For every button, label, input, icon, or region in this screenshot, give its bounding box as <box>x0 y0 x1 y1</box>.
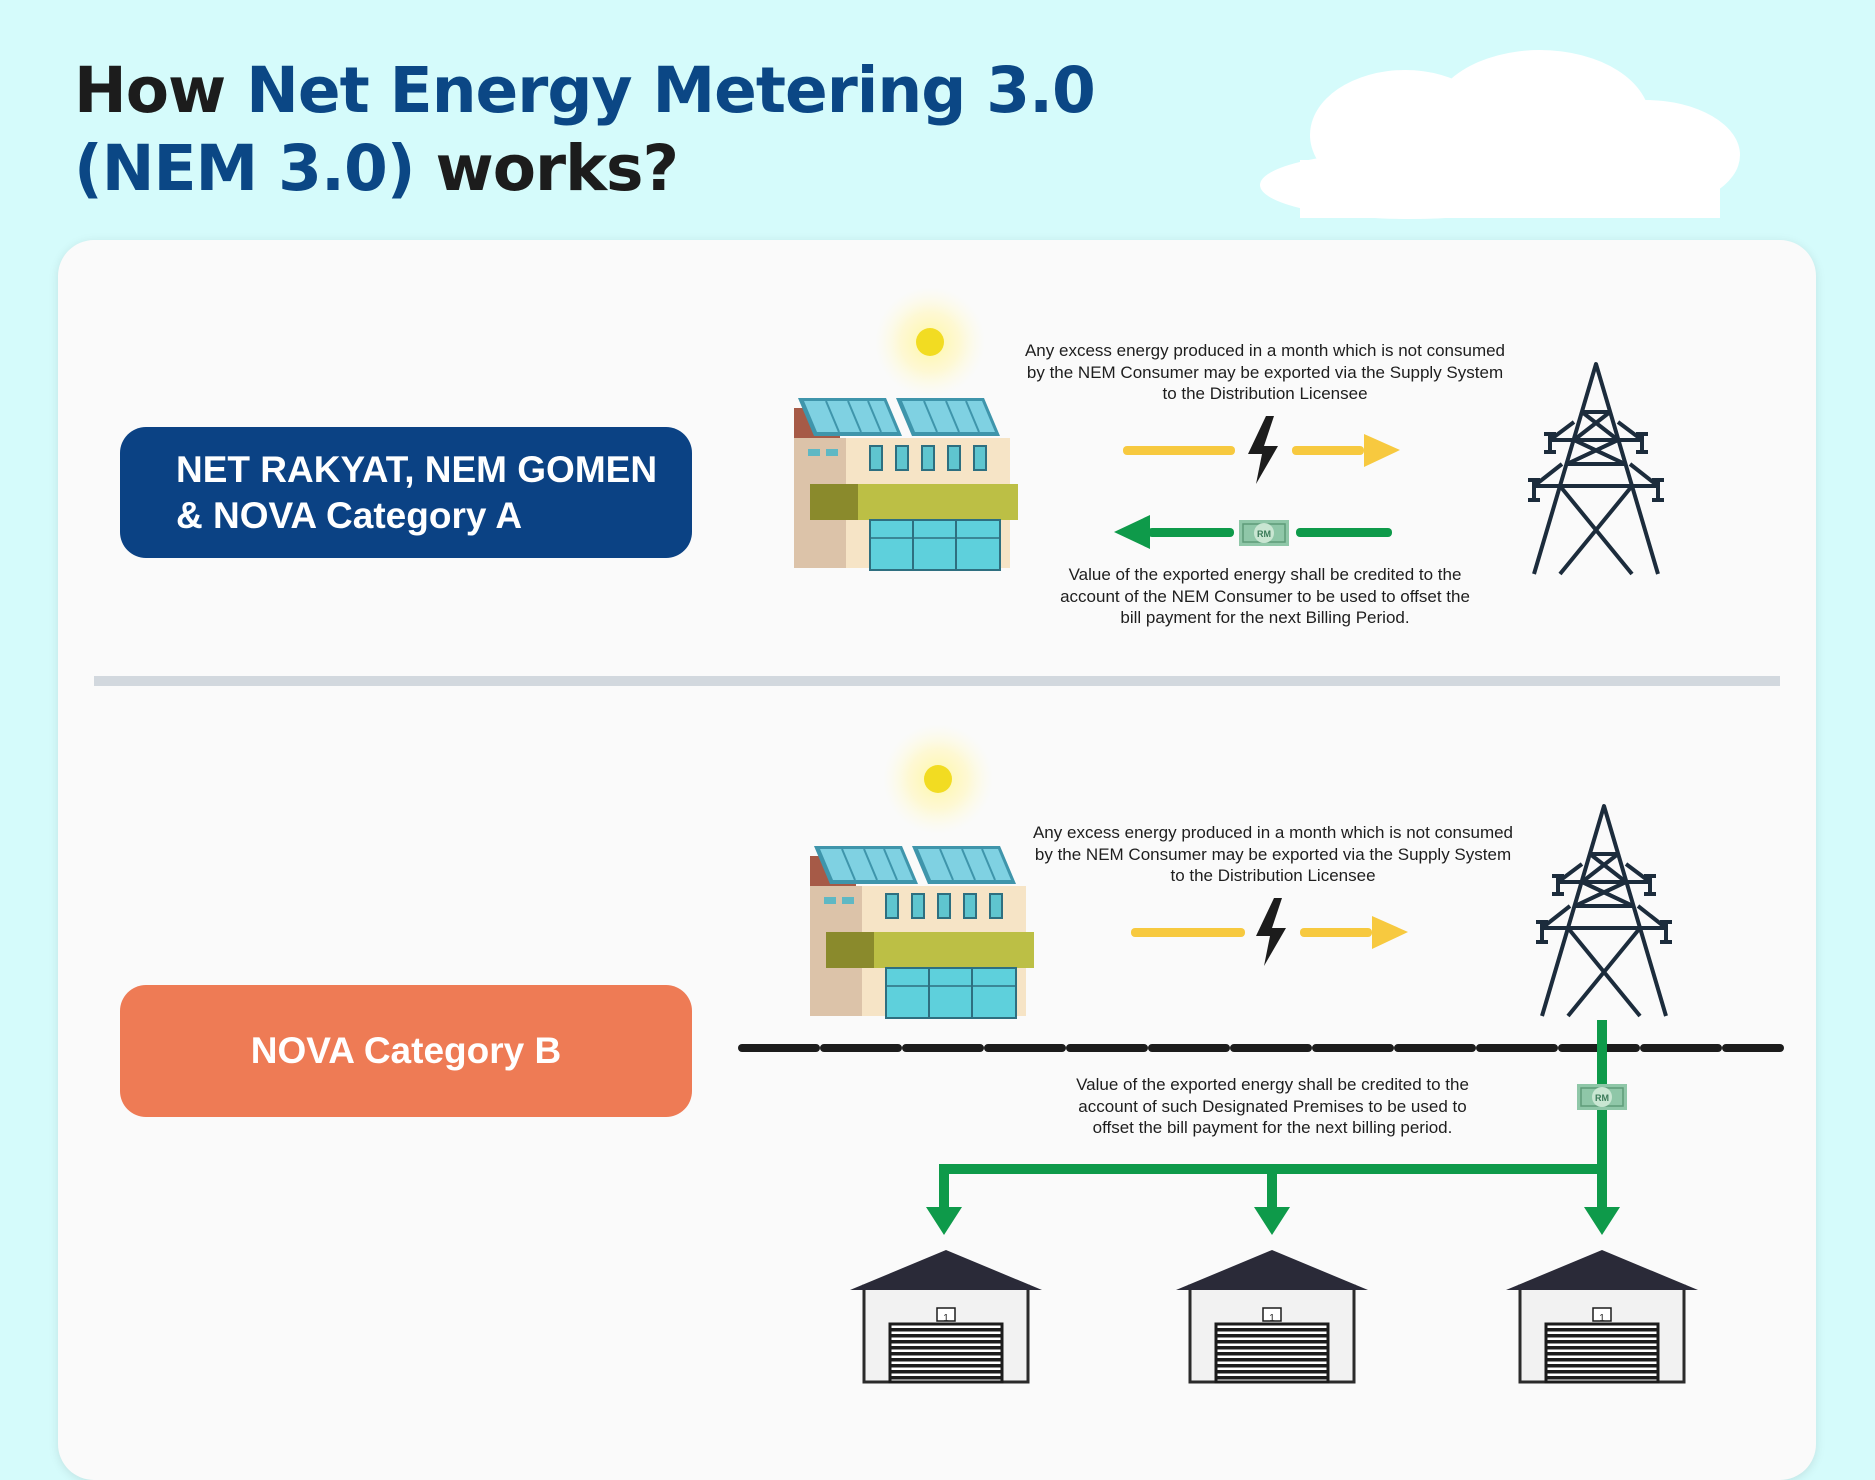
premise-label: 1 <box>943 1313 949 1324</box>
lightning-icon <box>1256 898 1286 966</box>
cloud-icon <box>1260 50 1740 219</box>
category-a-label-line2: & NOVA Category A <box>176 494 523 536</box>
section-a-export-caption: Any excess energy produced in a month wh… <box>1024 341 1506 403</box>
title-line2-highlight: (NEM 3.0) <box>74 132 416 205</box>
lightning-icon <box>1248 416 1278 484</box>
svg-text:RM: RM <box>1595 1093 1609 1103</box>
designated-premise-3: 1 <box>1504 1248 1700 1384</box>
section-b-credit-caption: Value of the exported energy shall be cr… <box>1076 1075 1469 1137</box>
category-b-label: NOVA Category B <box>120 985 692 1117</box>
section-divider <box>94 676 1780 686</box>
money-icon: RM <box>1238 519 1290 547</box>
export-arrow-icon <box>1123 434 1400 467</box>
title-line1-plain: How <box>74 54 247 127</box>
money-icon: RM <box>1576 1083 1628 1111</box>
transmission-tower-icon <box>1534 804 1674 1018</box>
section-a-credit-caption: Value of the exported energy shall be cr… <box>1060 565 1470 627</box>
svg-text:RM: RM <box>1257 529 1271 539</box>
section-b-export-caption: Any excess energy produced in a month wh… <box>1032 823 1514 885</box>
title-line1-highlight: Net Energy Metering 3.0 <box>246 54 1096 127</box>
transmission-tower-icon <box>1526 362 1666 576</box>
page-title: How Net Energy Metering 3.0 (NEM 3.0) wo… <box>74 52 1096 208</box>
export-arrow-icon <box>1131 916 1408 949</box>
designated-premise-1: 1 <box>848 1248 1044 1384</box>
solar-building-icon <box>793 397 1019 571</box>
category-a-label: NET RAKYAT, NEM GOMEN & NOVA Category A <box>120 427 692 558</box>
premise-label: 1 <box>1599 1313 1605 1324</box>
category-a-label-line1: NET RAKYAT, NEM GOMEN <box>176 448 658 490</box>
category-b-label-text: NOVA Category B <box>250 1030 562 1071</box>
diagram-art: RM RM 1 1 1 <box>738 287 1784 1384</box>
sun-icon <box>924 765 952 793</box>
credit-distribution-lines <box>926 1020 1620 1235</box>
designated-premise-2: 1 <box>1174 1248 1370 1384</box>
title-line2-plain: works? <box>414 132 680 205</box>
solar-building-icon <box>809 845 1035 1019</box>
credit-arrow-icon <box>1114 515 1392 549</box>
premise-label: 1 <box>1269 1313 1275 1324</box>
sun-icon <box>916 328 944 356</box>
